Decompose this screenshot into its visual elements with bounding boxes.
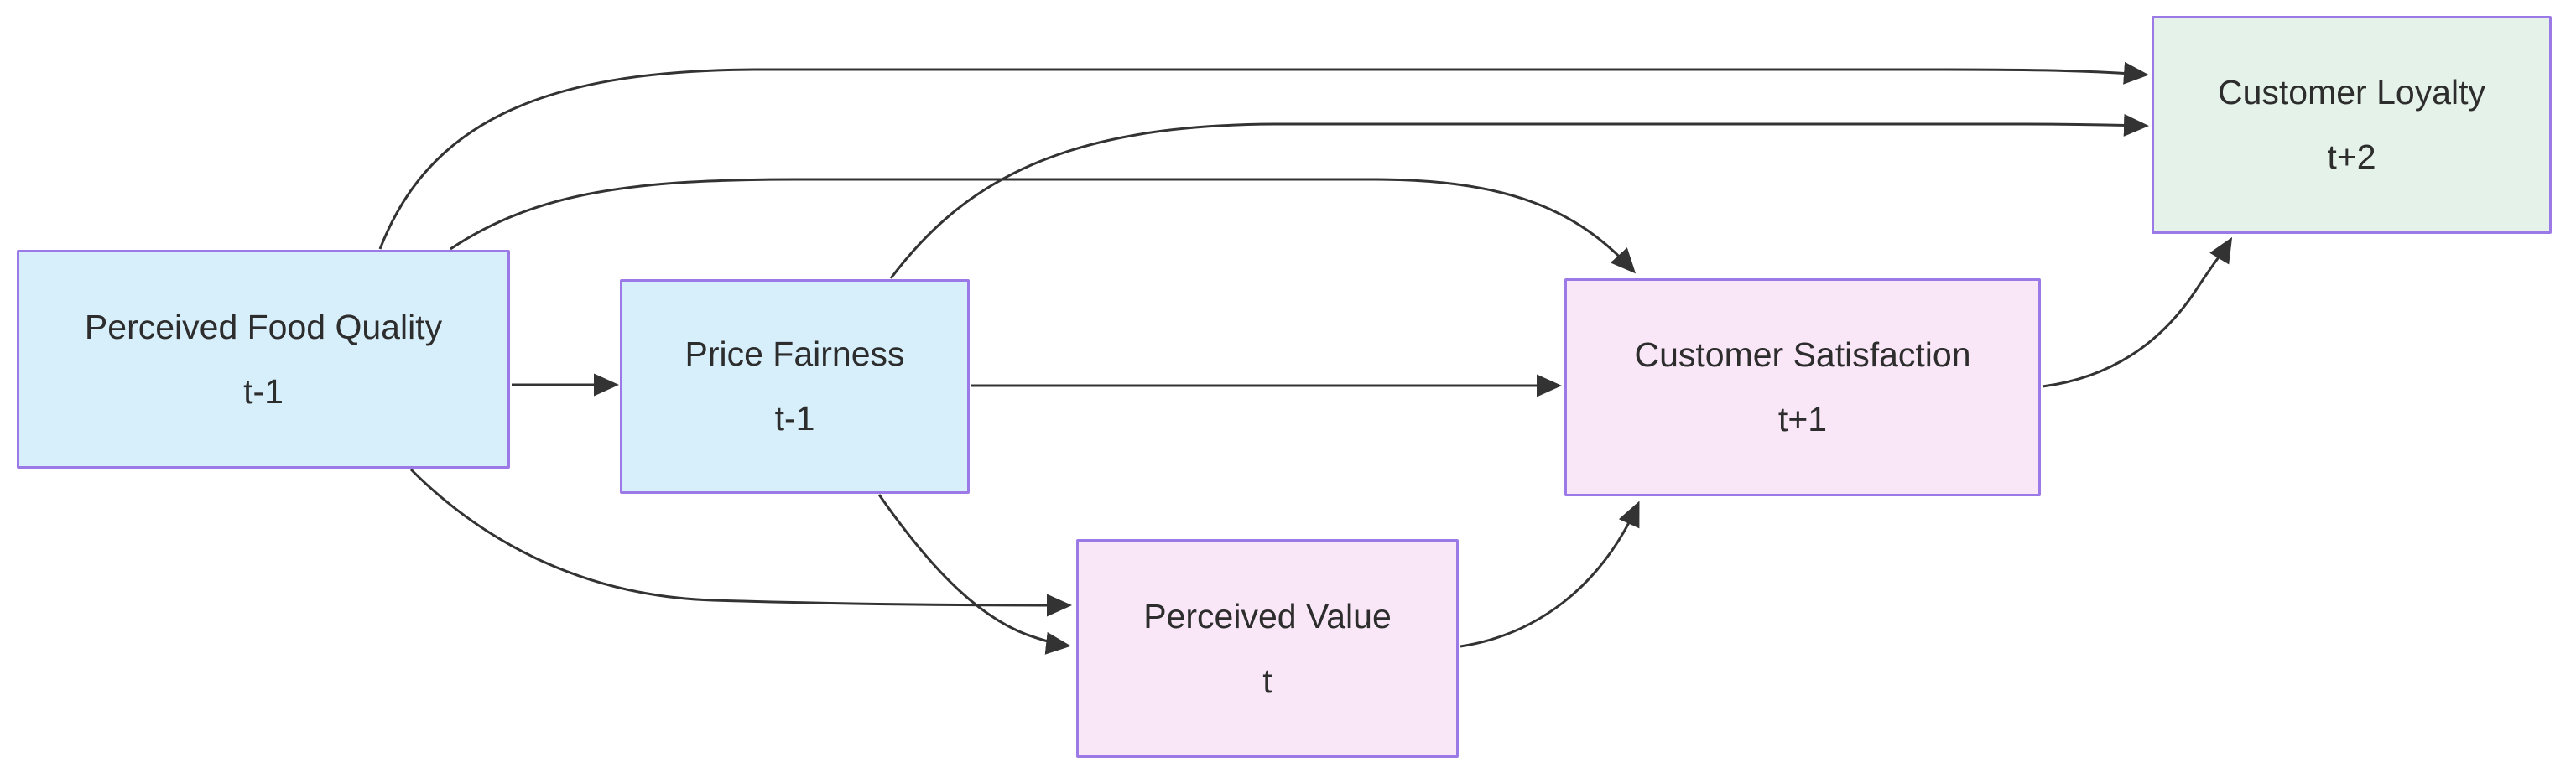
node-time-label: t+2: [2327, 137, 2376, 176]
edge-pfq-to-cs: [450, 178, 1637, 274]
node-customer-loyalty: Customer Loyalty t+2: [2152, 16, 2552, 234]
node-perceived-value: Perceived Value t: [1076, 539, 1459, 758]
edge-pf-to-cl: [889, 113, 2149, 279]
node-time-label: t-1: [243, 371, 284, 411]
node-perceived-food-quality: Perceived Food Quality t-1: [17, 250, 510, 469]
node-customer-satisfaction: Customer Satisfaction t+1: [1564, 278, 2041, 496]
edge-pf-to-pv: [877, 494, 1071, 655]
node-label: Customer Satisfaction: [1634, 335, 1971, 374]
node-label: Perceived Food Quality: [84, 307, 443, 346]
node-time-label: t-1: [774, 399, 815, 438]
node-label: Customer Loyalty: [2217, 73, 2485, 112]
edge-cs-to-cl: [2042, 236, 2233, 388]
edge-pfq-to-cl: [378, 61, 2149, 250]
node-time-label: t: [1262, 661, 1272, 700]
node-price-fairness: Price Fairness t-1: [620, 279, 970, 494]
node-label: Perceived Value: [1143, 596, 1392, 635]
node-time-label: t+1: [1777, 400, 1828, 438]
node-label: Price Fairness: [684, 335, 905, 373]
edge-pv-to-cs: [1460, 501, 1640, 648]
